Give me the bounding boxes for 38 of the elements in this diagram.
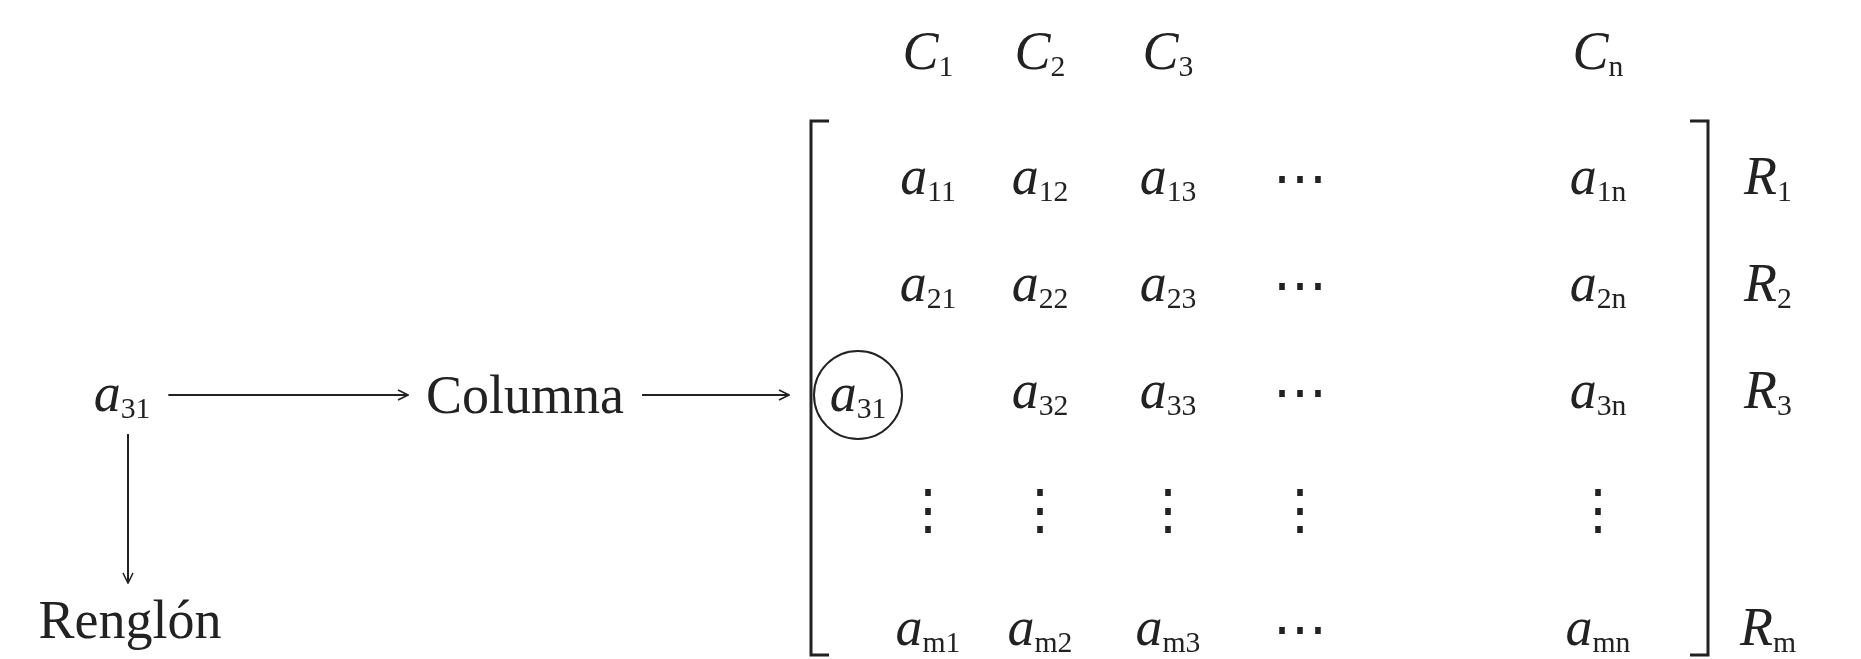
matrix-element: a$_{1n}$ [1569, 148, 1627, 208]
word-label: Columna [426, 368, 624, 422]
column-label: C$_{1}$ [902, 23, 954, 83]
ellipsis: ⋯ [1273, 365, 1327, 419]
circled-element: a$_{31}$ [813, 350, 903, 440]
column-label: C$_{3}$ [1142, 23, 1194, 83]
matrix-element: a$_{m2}$ [1007, 599, 1073, 659]
arrow [167, 389, 409, 401]
matrix-element: a$_{m1}$ [895, 599, 961, 659]
vertical-ellipsis: ⋮ [1571, 483, 1625, 537]
vertical-ellipsis: ⋮ [1013, 483, 1067, 537]
matrix-element: a$_{11}$ [900, 148, 956, 208]
ellipsis: ⋯ [1273, 258, 1327, 312]
row-label: R$_{2}$ [1744, 255, 1792, 315]
matrix-element: a$_{31}$ [93, 365, 151, 425]
column-label: C$_{n}$ [1572, 23, 1624, 83]
arrow [122, 433, 134, 584]
matrix-element: a$_{32}$ [1011, 362, 1069, 422]
row-label: R$_{3}$ [1744, 362, 1792, 422]
row-label: R$_{1}$ [1744, 148, 1792, 208]
matrix-element: a$_{22}$ [1011, 255, 1069, 315]
matrix-element: a$_{12}$ [1011, 148, 1069, 208]
matrix-element: a$_{21}$ [899, 255, 957, 315]
matrix-element: a$_{2n}$ [1569, 255, 1627, 315]
column-label: C$_{2}$ [1014, 23, 1066, 83]
matrix-element: a$_{13}$ [1139, 148, 1197, 208]
vertical-ellipsis: ⋮ [901, 483, 955, 537]
ellipsis: ⋯ [1273, 151, 1327, 205]
ellipsis: ⋯ [1273, 602, 1327, 656]
matrix-element: a$_{mn}$ [1565, 599, 1631, 659]
matrix-element: a$_{3n}$ [1569, 362, 1627, 422]
vertical-ellipsis: ⋮ [1273, 483, 1327, 537]
row-label: R$_{m}$ [1739, 599, 1797, 659]
arrow [641, 389, 790, 401]
matrix-element: a$_{33}$ [1139, 362, 1197, 422]
vertical-ellipsis: ⋮ [1141, 483, 1195, 537]
matrix-element: a$_{m3}$ [1135, 599, 1201, 659]
matrix-element: a$_{23}$ [1139, 255, 1197, 315]
